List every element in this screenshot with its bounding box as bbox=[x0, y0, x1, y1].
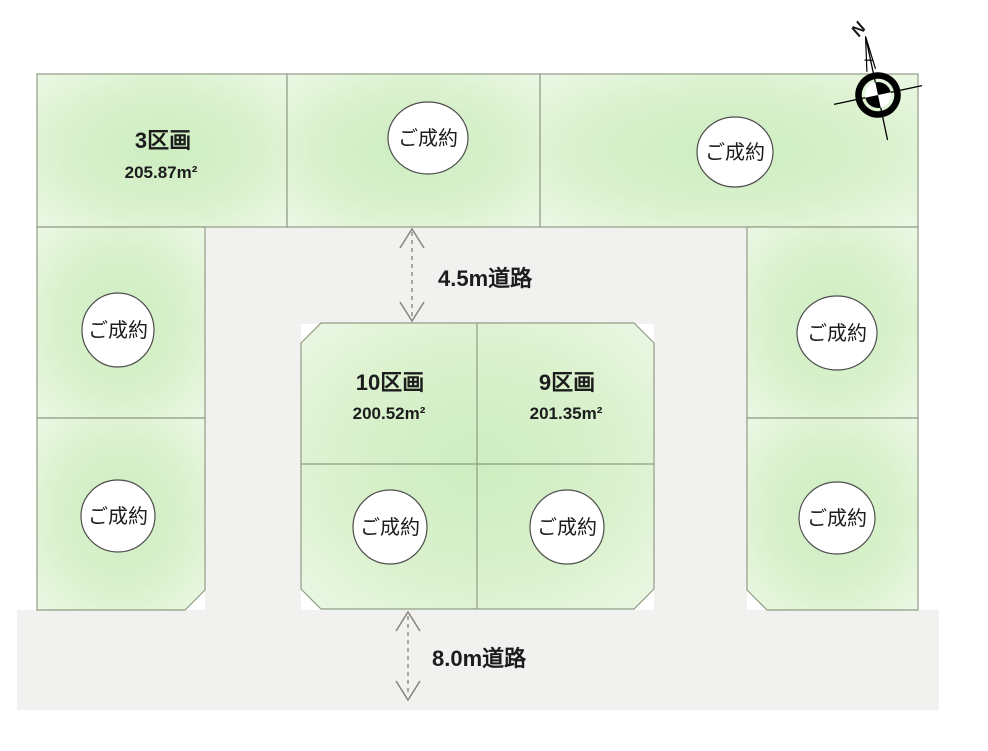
road-arrows-group bbox=[395, 227, 425, 702]
sold-circle-top-middle bbox=[387, 101, 469, 175]
sold-label: ご成約 bbox=[88, 319, 148, 342]
compass-quadrant-sw bbox=[865, 95, 881, 108]
sold-circle-right-upper bbox=[796, 295, 878, 371]
sold-circle-left-lower bbox=[80, 479, 156, 553]
lot-10-name: 10区画 bbox=[356, 370, 424, 395]
sold-label: ご成約 bbox=[398, 127, 458, 150]
sold-circle-left-upper bbox=[81, 292, 155, 368]
lots-group bbox=[36, 73, 919, 611]
sold-label: ご成約 bbox=[88, 505, 148, 528]
north-road-arrow-up bbox=[399, 227, 425, 249]
sold-circle-right-lower bbox=[798, 481, 876, 555]
sold-circle-center-left bbox=[352, 489, 428, 565]
lot-3-shape bbox=[36, 73, 288, 228]
compass-ring bbox=[855, 72, 901, 118]
road-surfaces bbox=[17, 227, 939, 710]
lot-3-name: 3区画 bbox=[135, 128, 191, 153]
lot-10-area: 200.52m² bbox=[353, 404, 426, 423]
lot-labels-group: 3区画 205.87m² 10区画 200.52m² 9区画 201.35m² bbox=[125, 128, 603, 423]
south-road-arrow-down bbox=[395, 680, 421, 702]
north-arrow-icon bbox=[864, 36, 877, 72]
sold-circles-group bbox=[80, 101, 878, 565]
road-west-segment bbox=[205, 323, 301, 611]
road-south-segment bbox=[17, 610, 939, 710]
sold-label: ご成約 bbox=[705, 141, 765, 164]
north-road-arrow-down bbox=[399, 301, 425, 323]
sold-label: ご成約 bbox=[807, 322, 867, 345]
sold-label: ご成約 bbox=[360, 516, 420, 539]
sold-circle-top-right bbox=[696, 116, 774, 188]
sold-label: ご成約 bbox=[807, 507, 867, 530]
road-east-segment bbox=[654, 323, 747, 611]
compass-north-letter: N bbox=[847, 18, 870, 40]
south-road-arrow-up bbox=[395, 610, 421, 632]
lot-9-name: 9区画 bbox=[539, 370, 595, 395]
south-road-label: 8.0m道路 bbox=[432, 646, 527, 671]
north-arrow-tick bbox=[864, 59, 873, 61]
lot-3-area: 205.87m² bbox=[125, 163, 198, 182]
sold-labels-group: ご成約 ご成約 ご成約 ご成約 ご成約 ご成約 ご成約 ご成約 bbox=[88, 127, 867, 539]
north-road-label: 4.5m道路 bbox=[438, 266, 533, 291]
compass-quadrant-ne bbox=[875, 82, 891, 95]
sold-circle-center-right bbox=[529, 489, 605, 565]
road-north-segment bbox=[205, 227, 747, 324]
lot-9-area: 201.35m² bbox=[530, 404, 603, 423]
sold-label: ご成約 bbox=[537, 516, 597, 539]
